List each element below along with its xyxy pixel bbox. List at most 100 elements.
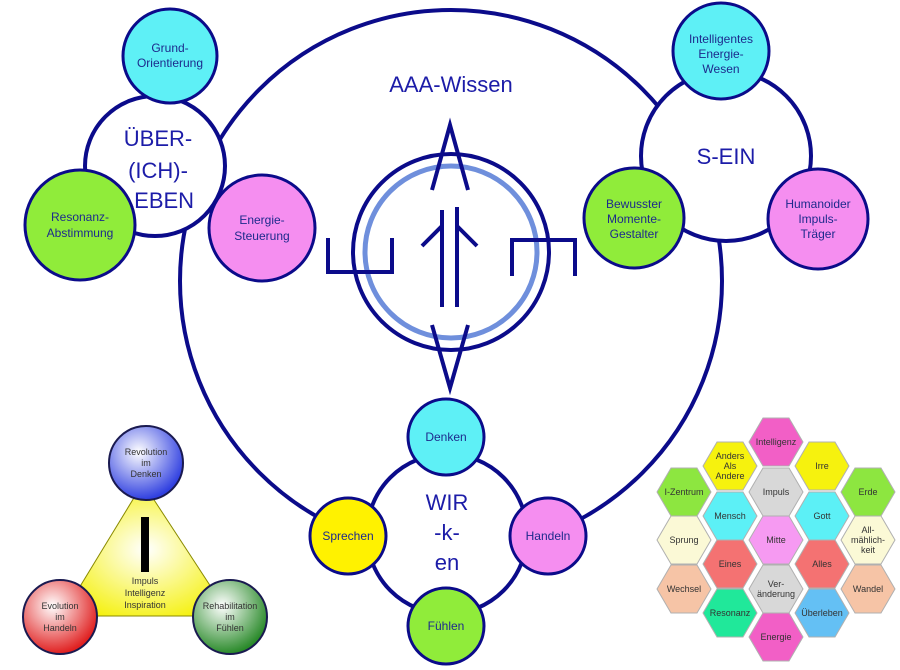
node-circle — [23, 168, 137, 282]
hexagon-cell[interactable]: Impuls — [748, 467, 804, 517]
node-denken[interactable]: Denken — [406, 397, 486, 477]
node-label: Momente- — [607, 212, 661, 226]
hexagon-shape — [840, 515, 896, 565]
node-circle — [508, 496, 588, 576]
node-label: Energie- — [698, 47, 743, 61]
rune-hook-right — [510, 238, 577, 276]
hexagon-label: Eines — [719, 559, 742, 569]
node-circle — [22, 579, 98, 655]
hexagon-cell[interactable]: Wechsel — [656, 564, 712, 614]
node-label: Sprechen — [322, 529, 373, 543]
node-label: Denken — [425, 430, 466, 444]
hexagon-shape — [702, 441, 758, 491]
node-fuehlen[interactable]: Fühlen — [406, 586, 486, 666]
node-humanoider-impuls-traeger[interactable]: Humanoider Impuls- Träger — [766, 167, 870, 271]
triangle-center-label: Impuls — [132, 576, 159, 586]
hexagon-cell[interactable]: Überleben — [794, 588, 850, 638]
diagram-title: AAA-Wissen — [389, 72, 512, 97]
node-label: Wesen — [702, 62, 739, 76]
symbol-inner-ring — [362, 163, 540, 341]
hexagon-shape — [794, 539, 850, 589]
hexagon-label: Überleben — [801, 608, 843, 618]
group-label: -k- — [434, 520, 460, 545]
hexagon-label: Irre — [815, 461, 829, 471]
hexagon-label: Erde — [858, 487, 877, 497]
node-sprechen[interactable]: Sprechen — [308, 496, 388, 576]
hexagon-shape — [702, 588, 758, 638]
node-circle — [406, 586, 486, 666]
node-label: Träger — [801, 227, 836, 241]
hexagon-cell[interactable]: Intelligenz — [748, 417, 804, 467]
node-label: im — [55, 612, 65, 622]
node-handeln[interactable]: Handeln — [508, 496, 588, 576]
node-label: Intelligentes — [689, 32, 753, 46]
symbol-outer-ring — [351, 152, 551, 352]
hexagon-shape — [656, 515, 712, 565]
hexagon-cell[interactable]: Erde — [840, 467, 896, 517]
hexagon-cell[interactable]: All-mählich-keit — [840, 515, 896, 565]
hexagon-cell[interactable]: Sprung — [656, 515, 712, 565]
hexagon-shape — [748, 612, 804, 662]
group-s-ein: S-EIN Intelligentes Energie- Wesen Bewus… — [582, 1, 870, 271]
hexagon-cell[interactable]: Wandel — [840, 564, 896, 614]
node-circle — [582, 166, 686, 270]
node-label: Denken — [130, 469, 161, 479]
node-label: Impuls- — [798, 212, 837, 226]
hexagon-cell[interactable]: Energie — [748, 612, 804, 662]
node-circle — [671, 1, 771, 101]
triangle-center-glyph-i — [141, 517, 149, 572]
hexagon-label: änderung — [757, 589, 795, 599]
node-circle — [192, 579, 268, 655]
hexagon-label: Als — [724, 461, 737, 471]
hexagon-cell[interactable]: I-Zentrum — [656, 467, 712, 517]
node-label: Orientierung — [137, 56, 203, 70]
hexagon-label: Intelligenz — [756, 437, 797, 447]
node-circle — [121, 7, 219, 105]
node-label: im — [141, 458, 151, 468]
hexagon-cell[interactable]: Ver-änderung — [748, 564, 804, 614]
node-label: im — [225, 612, 235, 622]
node-resonanz-abstimmung[interactable]: Resonanz- Abstimmung — [23, 168, 137, 282]
node-label: Revolution — [125, 447, 168, 457]
node-label: Abstimmung — [47, 226, 114, 240]
node-label: Handeln — [526, 529, 571, 543]
hexagon-cell[interactable]: Alles — [794, 539, 850, 589]
hexagon-shape — [702, 539, 758, 589]
triangle-node-rehabilitation[interactable]: Rehabilitation im Fühlen — [192, 579, 268, 655]
rune-hook-left — [326, 238, 394, 274]
rune-arrow-left — [420, 221, 444, 307]
hexagon-label: Resonanz — [710, 608, 751, 618]
node-intelligentes-energie-wesen[interactable]: Intelligentes Energie- Wesen — [671, 1, 771, 101]
node-energie-steuerung[interactable]: Energie- Steuerung — [207, 173, 317, 283]
node-label: Gestalter — [610, 227, 659, 241]
hexagon-cell[interactable]: Gott — [794, 491, 850, 541]
node-circle — [207, 173, 317, 283]
node-label: Energie- — [239, 213, 284, 227]
hexagon-cell[interactable]: Eines — [702, 539, 758, 589]
node-label: Fühlen — [428, 619, 465, 633]
node-label: Fühlen — [216, 623, 244, 633]
hexagon-label: Andere — [715, 471, 744, 481]
group-label: S-EIN — [697, 144, 756, 169]
triangle-diagram: Impuls Intelligenz Inspiration Revolutio… — [22, 425, 268, 655]
triangle-node-revolution[interactable]: Revolution im Denken — [108, 425, 184, 501]
hexagon-cell[interactable]: Mensch — [702, 491, 758, 541]
triangle-node-evolution[interactable]: Evolution im Handeln — [22, 579, 98, 655]
node-label: Rehabilitation — [203, 601, 258, 611]
hexagon-cell[interactable]: Mitte — [748, 515, 804, 565]
hexagon-label: Sprung — [669, 535, 698, 545]
rune-arrow-right — [455, 224, 479, 248]
node-circle — [766, 167, 870, 271]
node-circle — [308, 496, 388, 576]
hexagon-cell[interactable]: Irre — [794, 441, 850, 491]
node-grund-orientierung[interactable]: Grund- Orientierung — [121, 7, 219, 105]
triangle-center-label: Intelligenz — [125, 588, 166, 598]
node-bewusster-momente-gestalter[interactable]: Bewusster Momente- Gestalter — [582, 166, 686, 270]
hexagon-label: Impuls — [763, 487, 790, 497]
hexagon-shape — [748, 417, 804, 467]
hexagon-label: keit — [861, 545, 876, 555]
triangle-center-label: Inspiration — [124, 600, 166, 610]
hexagon-cell[interactable]: Resonanz — [702, 588, 758, 638]
